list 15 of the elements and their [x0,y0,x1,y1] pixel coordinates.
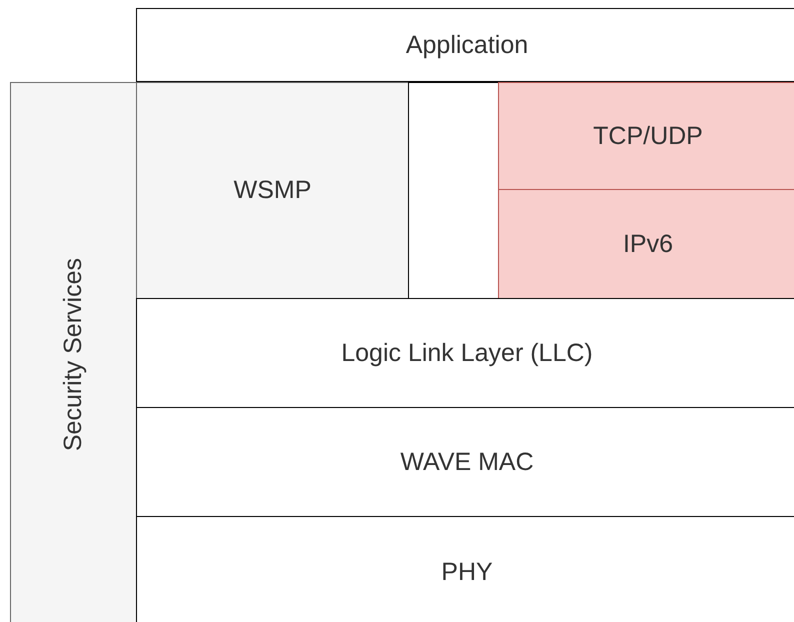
layer-box [498,82,794,190]
layer-box [136,298,794,408]
layer-box [136,8,794,82]
layer-box [10,82,137,622]
layer-label: WSMP [234,176,312,205]
layer-box [136,82,409,299]
layer-box [498,189,794,299]
layer-label: Security Services [59,258,88,452]
layer-label: PHY [441,558,493,586]
layer-label: WAVE MAC [400,448,534,476]
layer-label: IPv6 [622,230,674,258]
layer-label: Logic Link Layer (LLC) [341,338,593,368]
layer-label: Application [406,30,528,60]
empty-box [408,82,499,299]
layer-label: TCP/UDP [593,122,703,150]
